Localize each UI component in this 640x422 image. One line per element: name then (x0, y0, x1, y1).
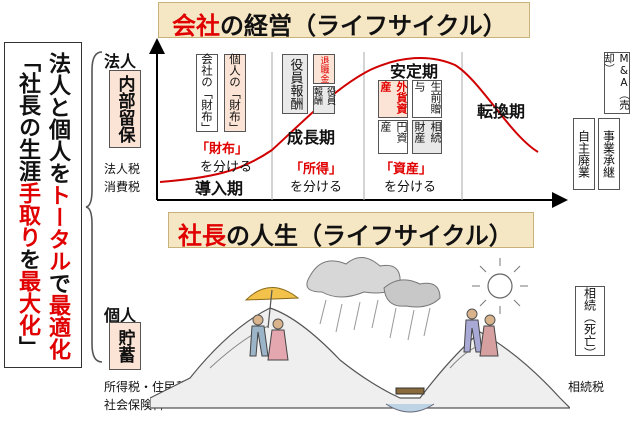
bottom-title: 社長の人生（ライフサイクル） (178, 216, 513, 251)
voluntary-closure-box: 自主廃業 (573, 118, 595, 190)
m-and-a-box: M&A（売却） (603, 52, 630, 114)
growth-stage-name: 成長期 (287, 128, 336, 147)
bottom-title-accent: 社長 (178, 222, 226, 250)
stable-stage-name: 安定期 (390, 62, 439, 81)
corporate-tax-2: 消費税 (104, 180, 141, 194)
bottom-title-rest: の人生（ライフサイクル） (226, 222, 513, 250)
personal-label: 個人 (104, 306, 137, 325)
retirement-pay-box: 退職金 (313, 54, 335, 84)
left-banner (4, 42, 82, 368)
growth-caption-a: 「所得」 (290, 162, 343, 177)
officer-pay-box-2: 役員報酬 (312, 86, 335, 114)
intro-caption-a: 「財布」 (196, 142, 249, 157)
yen-assets-box: 円資産 (378, 120, 408, 154)
inheritance-death-box: 相続（死亡） (575, 286, 605, 359)
business-succession-box: 事業承継 (598, 118, 620, 190)
fx-assets-box: 外貨資産 (378, 80, 408, 118)
corporate-tax-1: 法人税 (104, 162, 141, 176)
top-title-rest: の経営（ライフサイクル） (220, 12, 507, 40)
top-title: 会社の経営（ライフサイクル） (172, 6, 507, 41)
life-journey-illustration (150, 257, 570, 413)
retained-earnings-box: 内部留保 (109, 70, 141, 148)
lifecycle-curve (159, 56, 539, 183)
lifetime-gift-box: 生前贈与 (412, 80, 442, 118)
transition-stage-name: 転換期 (477, 102, 526, 121)
inheritance-tax-label: 相続税 (568, 380, 605, 394)
savings-box: 貯蓄 (109, 322, 141, 370)
intro-caption-b: を分ける (200, 160, 253, 175)
personal-tax-2: 社会保険料 (104, 398, 165, 412)
stable-caption-a: 「資産」 (380, 162, 433, 177)
personal-wallet-box: 個人の「財布」 (224, 53, 246, 133)
company-wallet-box: 会社の「財布」 (196, 53, 218, 133)
growth-caption-b: を分ける (290, 180, 343, 195)
left-banner-line2: 「社長の生涯手取りを最大化」 (15, 50, 40, 358)
brace-icon (85, 51, 103, 363)
stable-caption-b: を分ける (384, 180, 437, 195)
officer-pay-box: 役員報酬 (282, 54, 308, 114)
top-title-accent: 会社 (172, 12, 220, 40)
inheritance-assets-box: 相続財産 (412, 120, 442, 154)
left-banner-line1: 法人と個人をトータルで最適化 (45, 52, 70, 360)
top-title-frame (158, 2, 530, 38)
intro-stage-name: 導入期 (195, 179, 244, 198)
corporate-label: 法人 (104, 52, 137, 71)
bottom-title-frame (168, 212, 534, 248)
